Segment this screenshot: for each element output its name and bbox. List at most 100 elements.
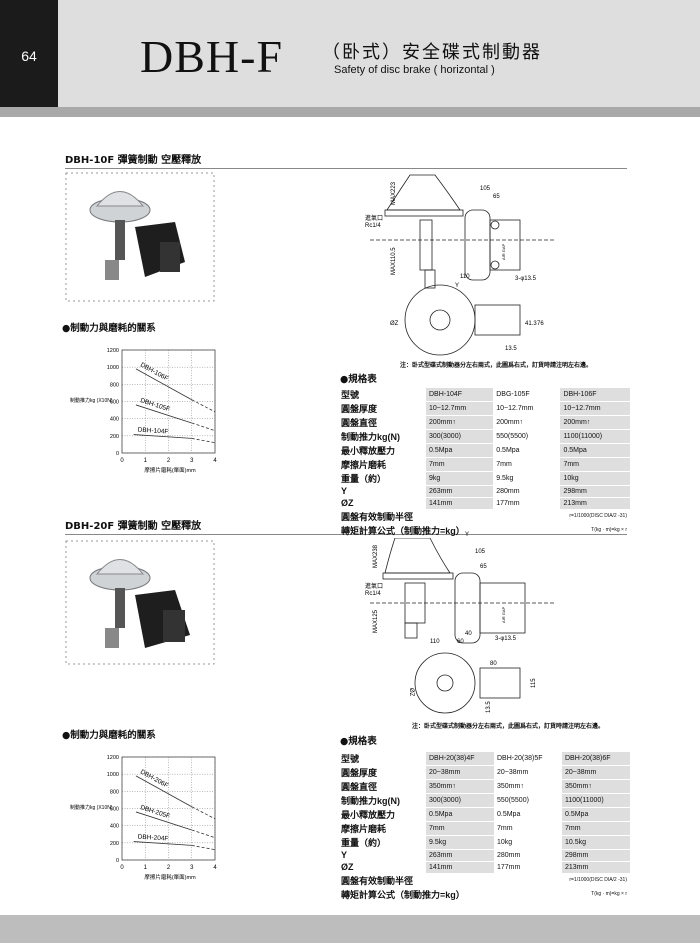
y-tick-label: 1000	[107, 365, 119, 371]
table-cell: Y	[338, 485, 426, 498]
radius-label: 圓盤有效制動半徑	[338, 873, 494, 888]
table-cell: 200mm↑	[426, 415, 494, 430]
table-cell: 10kg	[560, 471, 630, 486]
y-tick-label: 600	[110, 807, 119, 813]
y-tick-label: 800	[110, 789, 119, 795]
x-tick-label: 0	[120, 865, 124, 871]
series-line-solid	[133, 841, 192, 846]
table-cell: 0.5Mpa	[494, 807, 562, 822]
table-cell: 最小釋放壓力	[338, 443, 426, 458]
dim-label: 65	[493, 194, 500, 200]
table-cell: 圓盤厚度	[338, 401, 426, 416]
dim-label: 65	[480, 564, 487, 570]
chinese-title: （卧式）安全碟式制動器	[322, 42, 542, 63]
dim-label: 13.5	[486, 701, 492, 713]
y-tick-label: 200	[110, 434, 119, 440]
y-tick-label: 1200	[107, 348, 119, 354]
table-cell: 10.5kg	[562, 835, 630, 850]
column-header: DBG-105F	[493, 388, 561, 402]
plot-frame	[121, 349, 216, 454]
table-cell: 圓盤直徑	[338, 415, 426, 430]
table-row: 制動推力kg(N)300(3000)550(5500)1100(11000)	[338, 429, 630, 444]
table-cell: 213mm	[562, 861, 630, 874]
table-cell: 0.5Mpa	[426, 443, 494, 458]
x-tick-label: 4	[213, 865, 217, 871]
x-axis-label: 摩擦片磨耗(單面)mm	[144, 873, 196, 881]
table-cell: 最小釋放壓力	[338, 807, 426, 822]
dim-label: 40	[465, 631, 472, 637]
dim-label: 80	[490, 661, 497, 667]
table-cell: 141mm	[426, 861, 494, 874]
table-cell: 9.5kg	[493, 471, 561, 486]
dim-label: MAX223	[391, 181, 397, 205]
dim-label: 105	[480, 186, 491, 192]
y-axis-label: 制動推力kg (X10N)	[70, 804, 113, 811]
table-cell: 制動推力kg(N)	[338, 793, 426, 808]
y-tick-label: 600	[110, 400, 119, 406]
dim-label: 60	[457, 639, 464, 645]
technical-drawing: 進氣口 Rc1/4 Y 105 65 110 60 40 3-φ13.5 80 …	[365, 532, 555, 714]
table-cell: 7mm	[494, 821, 562, 836]
dim-label: 105	[475, 549, 486, 555]
table-cell: 263mm	[426, 485, 494, 498]
table-cell: 0.5Mpa	[426, 807, 494, 822]
table-cell: 7mm	[426, 457, 494, 472]
table-cell: 300(3000)	[426, 793, 494, 808]
table-cell: 20~38mm	[562, 765, 630, 780]
y-tick-label: 200	[110, 841, 119, 847]
footer-band	[0, 915, 700, 943]
column-header: DBH-20(38)4F	[426, 752, 494, 766]
table-cell: 200mm↑	[493, 415, 561, 430]
y-tick-label: 800	[110, 382, 119, 388]
table-cell: 圓盤厚度	[338, 765, 426, 780]
table-cell: 10kg	[494, 835, 562, 850]
page-number-block	[0, 0, 58, 107]
torque-label: 轉矩計算公式（制動推力=kg）	[338, 887, 494, 902]
torque-label: 轉矩計算公式（制動推力=kg）	[338, 523, 494, 538]
table-cell: 7mm	[560, 457, 630, 472]
spec-label: ●規格表	[340, 374, 377, 385]
table-row: 轉矩計算公式（制動推力=kg）T(kg · m)=kg × r	[338, 887, 630, 902]
column-header: DBH-20(38)6F	[562, 752, 630, 766]
table-cell: 1100(11000)	[560, 429, 630, 444]
table-cell: 0.5Mpa	[562, 807, 630, 822]
y-tick-label: 1000	[107, 772, 119, 778]
dim-label: Y	[455, 283, 459, 289]
dim-label: 110	[430, 639, 440, 645]
dim-label: 76	[537, 321, 544, 327]
table-cell: 280mm	[493, 485, 561, 498]
table-cell: 350mm↑	[426, 779, 494, 794]
torque-formula: T(kg · m)=kg × r	[494, 887, 630, 902]
torque-formula: T(kg · m)=kg × r	[493, 523, 630, 538]
table-cell: 9.5kg	[426, 835, 494, 850]
x-tick-label: 3	[190, 865, 194, 871]
technical-drawing: 進氣口 Rc1/4 105 65 110 Y 3-φ13.5 ØZ 41.3 7…	[365, 174, 555, 356]
series-line-solid	[135, 811, 192, 831]
dim-label: MAX125	[373, 609, 379, 633]
y-tick-label: 0	[116, 451, 119, 457]
table-cell: 10~12.7mm	[426, 401, 494, 416]
series-line-dashed	[191, 845, 216, 851]
series-line-solid	[135, 368, 192, 401]
page-number: 64	[21, 48, 37, 64]
table-cell: 280mm	[494, 849, 562, 862]
table-cell: 350mm↑	[562, 779, 630, 794]
header-strip	[0, 107, 700, 117]
port-label: 進氣口	[365, 214, 383, 222]
radius-formula: r=1/1000(DISC DIA/2 -31)	[493, 509, 630, 524]
port-label: 進氣口	[365, 582, 383, 590]
y-tick-label: 400	[110, 824, 119, 830]
